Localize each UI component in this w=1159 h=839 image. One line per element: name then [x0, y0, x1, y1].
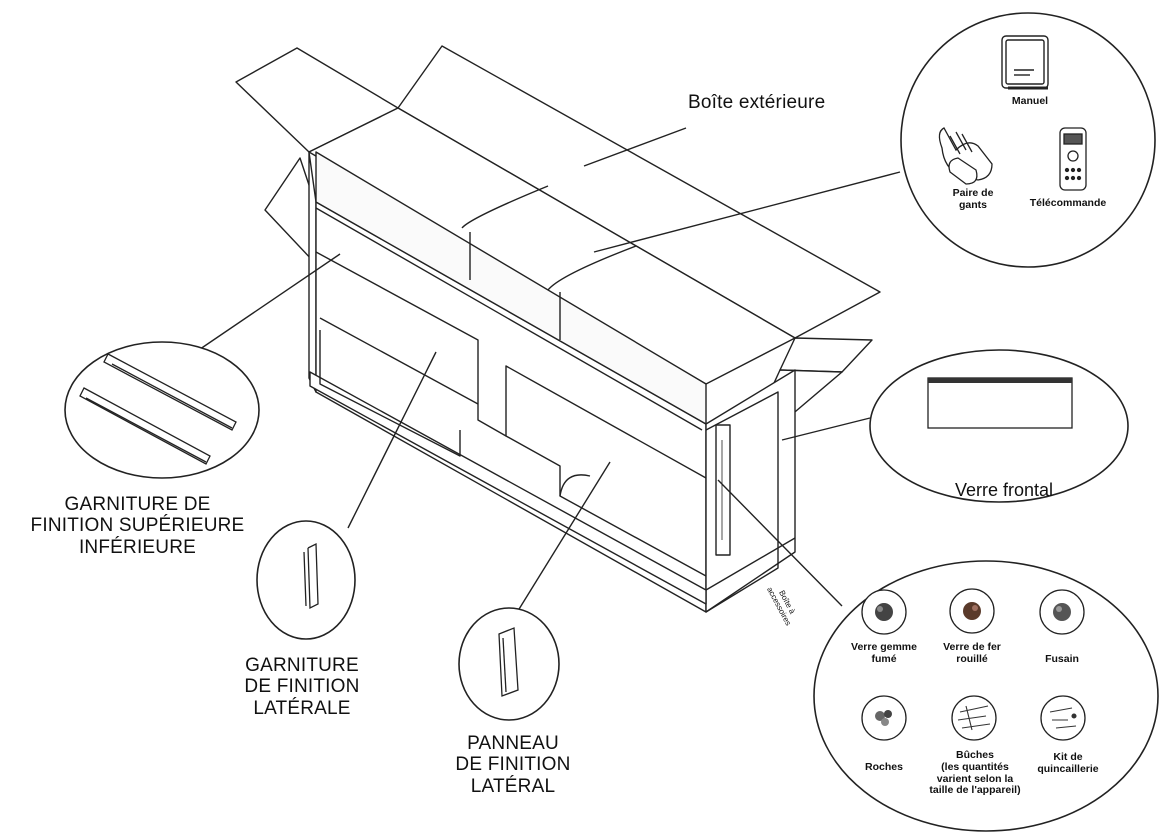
outer-box-label: Boîte extérieure: [688, 92, 826, 113]
remote-icon: [1059, 127, 1087, 191]
remote-label: Télécommande: [1029, 197, 1107, 209]
front-glass-panel: [927, 377, 1073, 429]
top-bottom-trim-pieces: [79, 353, 237, 465]
side-panel-piece: [498, 627, 519, 697]
trim-callout-ellipse: [64, 341, 260, 479]
side-trim-label: GARNITURE DE FINITION LATÉRALE: [244, 655, 360, 719]
manual-icon: [1001, 35, 1049, 90]
outer-box: [308, 107, 796, 613]
manual-label: Manuel: [1011, 95, 1049, 107]
side-trim-callout-ellipse: [256, 520, 356, 640]
front-glass-label: Verre frontal: [954, 480, 1054, 500]
charcoal-label: Fusain: [1045, 653, 1079, 665]
gloves-icon: [938, 127, 993, 185]
leader-lines: [183, 127, 901, 615]
top-bottom-trim-label: GARNITURE DE FINITION SUPÉRIEURE INFÉRIE…: [30, 494, 245, 558]
rocks-label: Roches: [865, 761, 903, 773]
smoked-gem-glass-label: Verre gemme fumé: [851, 641, 917, 665]
gloves-label: Paire de gants: [952, 187, 994, 211]
side-panel-label: PANNEAU DE FINITION LATÉRAL: [455, 733, 571, 797]
logs-label: Bûches (les quantités varient selon la t…: [929, 749, 1021, 797]
accessories-callout-circle: [900, 12, 1156, 268]
rusty-iron-glass-label: Verre de fer rouillé: [943, 641, 1001, 665]
hardware-kit-label: Kit de quincaillerie: [1037, 751, 1099, 775]
side-trim-piece: [303, 542, 319, 610]
hardware-kit-swatch: [1040, 695, 1086, 741]
